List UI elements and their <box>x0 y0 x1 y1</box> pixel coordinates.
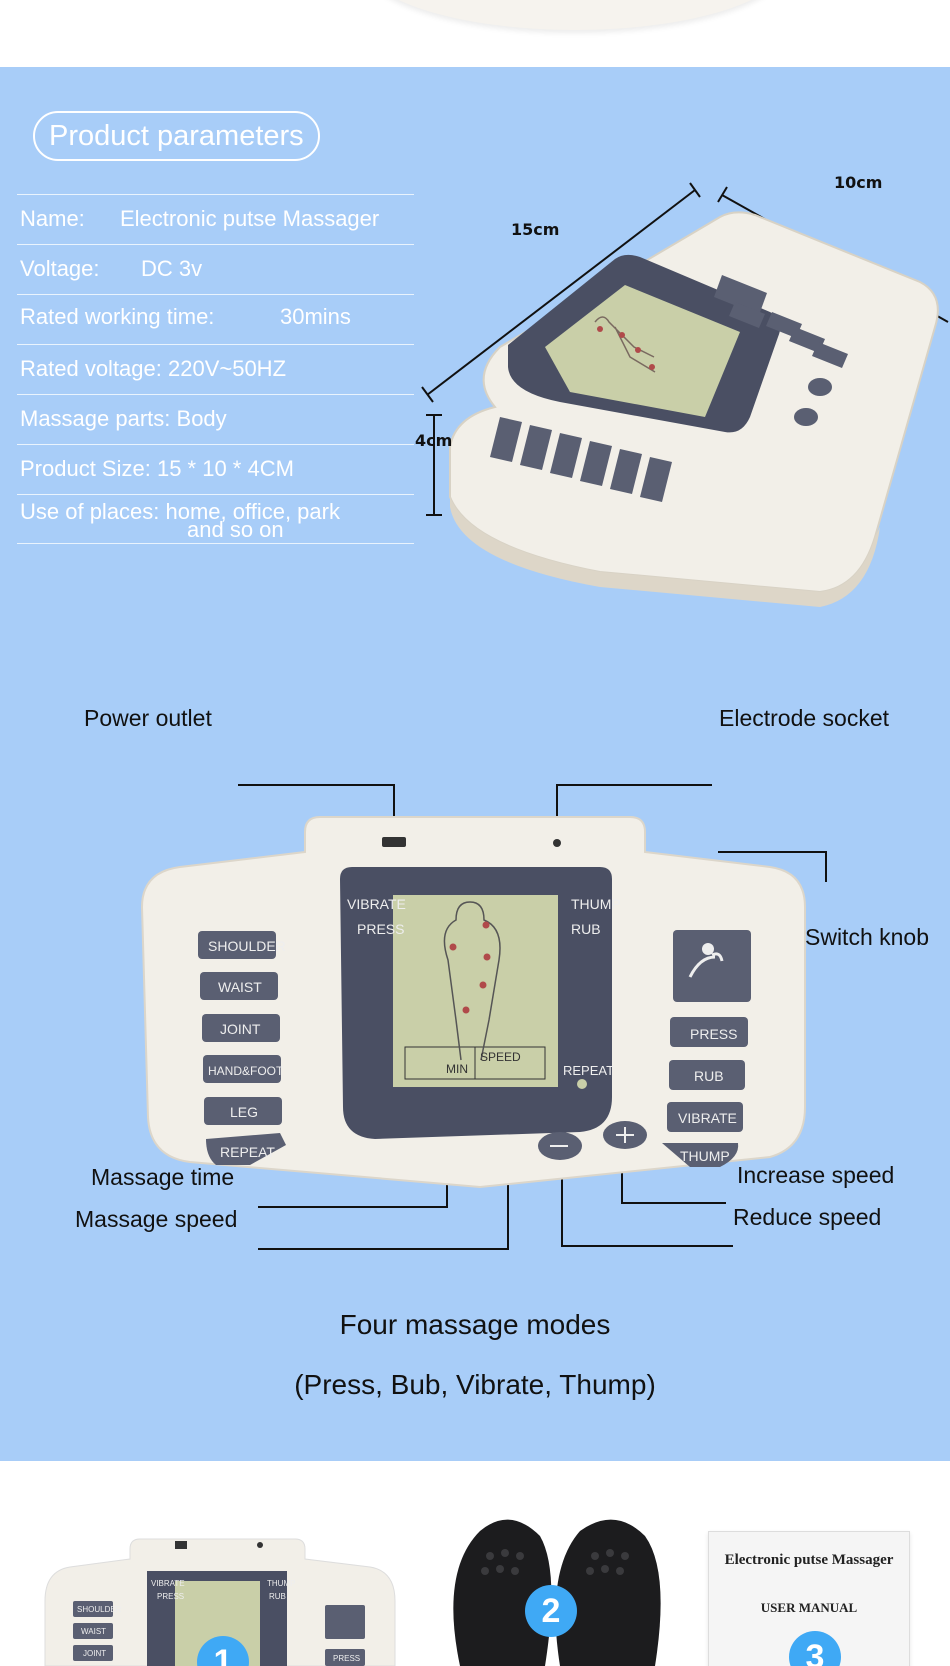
param-row-name: Name: Electronic putse Massager <box>17 194 414 244</box>
device-front-drawing: VIBRATE PRESS THUMP RUB REPEAT SHOULDER … <box>140 784 827 1250</box>
modes-heading: Four massage modes <box>339 1309 611 1340</box>
top-strip <box>0 0 950 67</box>
param-label: Massage parts: Body <box>20 406 227 431</box>
product-detail-section: Product parameters Name: Electronic puts… <box>0 67 950 1461</box>
btn-joint: JOINT <box>220 1021 261 1037</box>
btn-rub: RUB <box>694 1068 724 1084</box>
param-label: Rated working time: <box>20 304 215 329</box>
callout-massage-speed: Massage speed <box>75 1206 238 1232</box>
btn-leg: LEG <box>230 1104 258 1120</box>
svg-text:THUMP: THUMP <box>267 1579 295 1588</box>
manual-subtitle: USER MANUAL <box>760 1600 858 1615</box>
btn-handfoot: HAND&FOOT <box>208 1064 284 1078</box>
device-dimension-drawing <box>421 182 949 607</box>
callout-increase-speed: Increase speed <box>737 1162 895 1188</box>
param-row-voltage: Voltage: DC 3v <box>17 244 414 294</box>
gallery-electrode-pads-image <box>453 1519 661 1666</box>
callout-switch-knob: Switch knob <box>805 924 930 950</box>
product-image-fragment <box>360 0 790 30</box>
callout-power-outlet: Power outlet <box>84 705 212 731</box>
param-row-product-size: Product Size: 15 * 10 * 4CM <box>17 444 414 494</box>
param-value: and so on <box>187 517 284 542</box>
parameters-title: Product parameters <box>33 111 320 161</box>
badge-2: 2 <box>525 1585 577 1637</box>
dimension-height: 4cm <box>415 431 453 450</box>
callout-reduce-speed: Reduce speed <box>733 1204 882 1230</box>
param-row-rated-voltage: Rated voltage: 220V~50HZ <box>17 344 414 394</box>
param-label: Rated voltage: 220V~50HZ <box>20 356 287 381</box>
svg-text:JOINT: JOINT <box>83 1649 106 1658</box>
svg-text:SHOULDER: SHOULDER <box>77 1605 122 1614</box>
dimension-width: 10cm <box>834 173 883 192</box>
param-row-places: Use of places: home, office, park and so… <box>17 494 414 544</box>
label-vibrate-top: VIBRATE <box>347 896 406 912</box>
param-label: Name: <box>20 206 85 231</box>
callout-massage-time: Massage time <box>91 1164 235 1190</box>
dimension-length: 15cm <box>511 220 560 239</box>
gallery-device-image: VIBRATE PRESS THUMP RUB SHOULDER WAIST JOINT… <box>44 1538 396 1666</box>
btn-waist: WAIST <box>218 979 262 995</box>
param-value: 30mins <box>280 304 351 329</box>
badge-3: 3 <box>789 1631 841 1666</box>
manual-title: Electronic putse Massager <box>724 1552 894 1568</box>
btn-repeat: REPEAT <box>220 1144 275 1160</box>
label-repeat: REPEAT <box>563 1063 614 1078</box>
label-rub-top: RUB <box>571 921 601 937</box>
modes-list: (Press, Bub, Vibrate, Thump) <box>294 1369 656 1400</box>
svg-text:PRESS: PRESS <box>333 1654 360 1663</box>
param-value: Electronic putse Massager <box>120 206 380 231</box>
callout-electrode-socket: Electrode socket <box>719 705 890 731</box>
param-label: Voltage: <box>20 256 100 281</box>
screen-speed: SPEED <box>480 1050 521 1064</box>
btn-press: PRESS <box>690 1026 737 1042</box>
parameters-table: Name: Electronic putse Massager Voltage:… <box>17 194 414 544</box>
svg-text:VIBRATE: VIBRATE <box>151 1579 185 1588</box>
param-row-massage-parts: Massage parts: Body <box>17 394 414 444</box>
svg-text:RUB: RUB <box>269 1592 286 1601</box>
svg-text:WAIST: WAIST <box>81 1627 106 1636</box>
param-value: DC 3v <box>141 256 203 281</box>
param-label: Use of places: home, office, park <box>20 499 340 524</box>
label-thump-top: THUMP <box>571 896 621 912</box>
screen-min: MIN <box>446 1062 468 1076</box>
svg-text:PRESS: PRESS <box>157 1592 184 1601</box>
label-press-top: PRESS <box>357 921 404 937</box>
param-label: Product Size: 15 * 10 * 4CM <box>20 456 294 481</box>
param-row-working-time: Rated working time: 30mins <box>17 294 414 344</box>
btn-shoulder: SHOULDER <box>208 938 286 954</box>
package-contents-gallery: VIBRATE PRESS THUMP RUB SHOULDER WAIST JOINT… <box>0 1461 950 1666</box>
btn-thump: THUMP <box>680 1148 730 1164</box>
btn-vibrate: VIBRATE <box>678 1110 737 1126</box>
